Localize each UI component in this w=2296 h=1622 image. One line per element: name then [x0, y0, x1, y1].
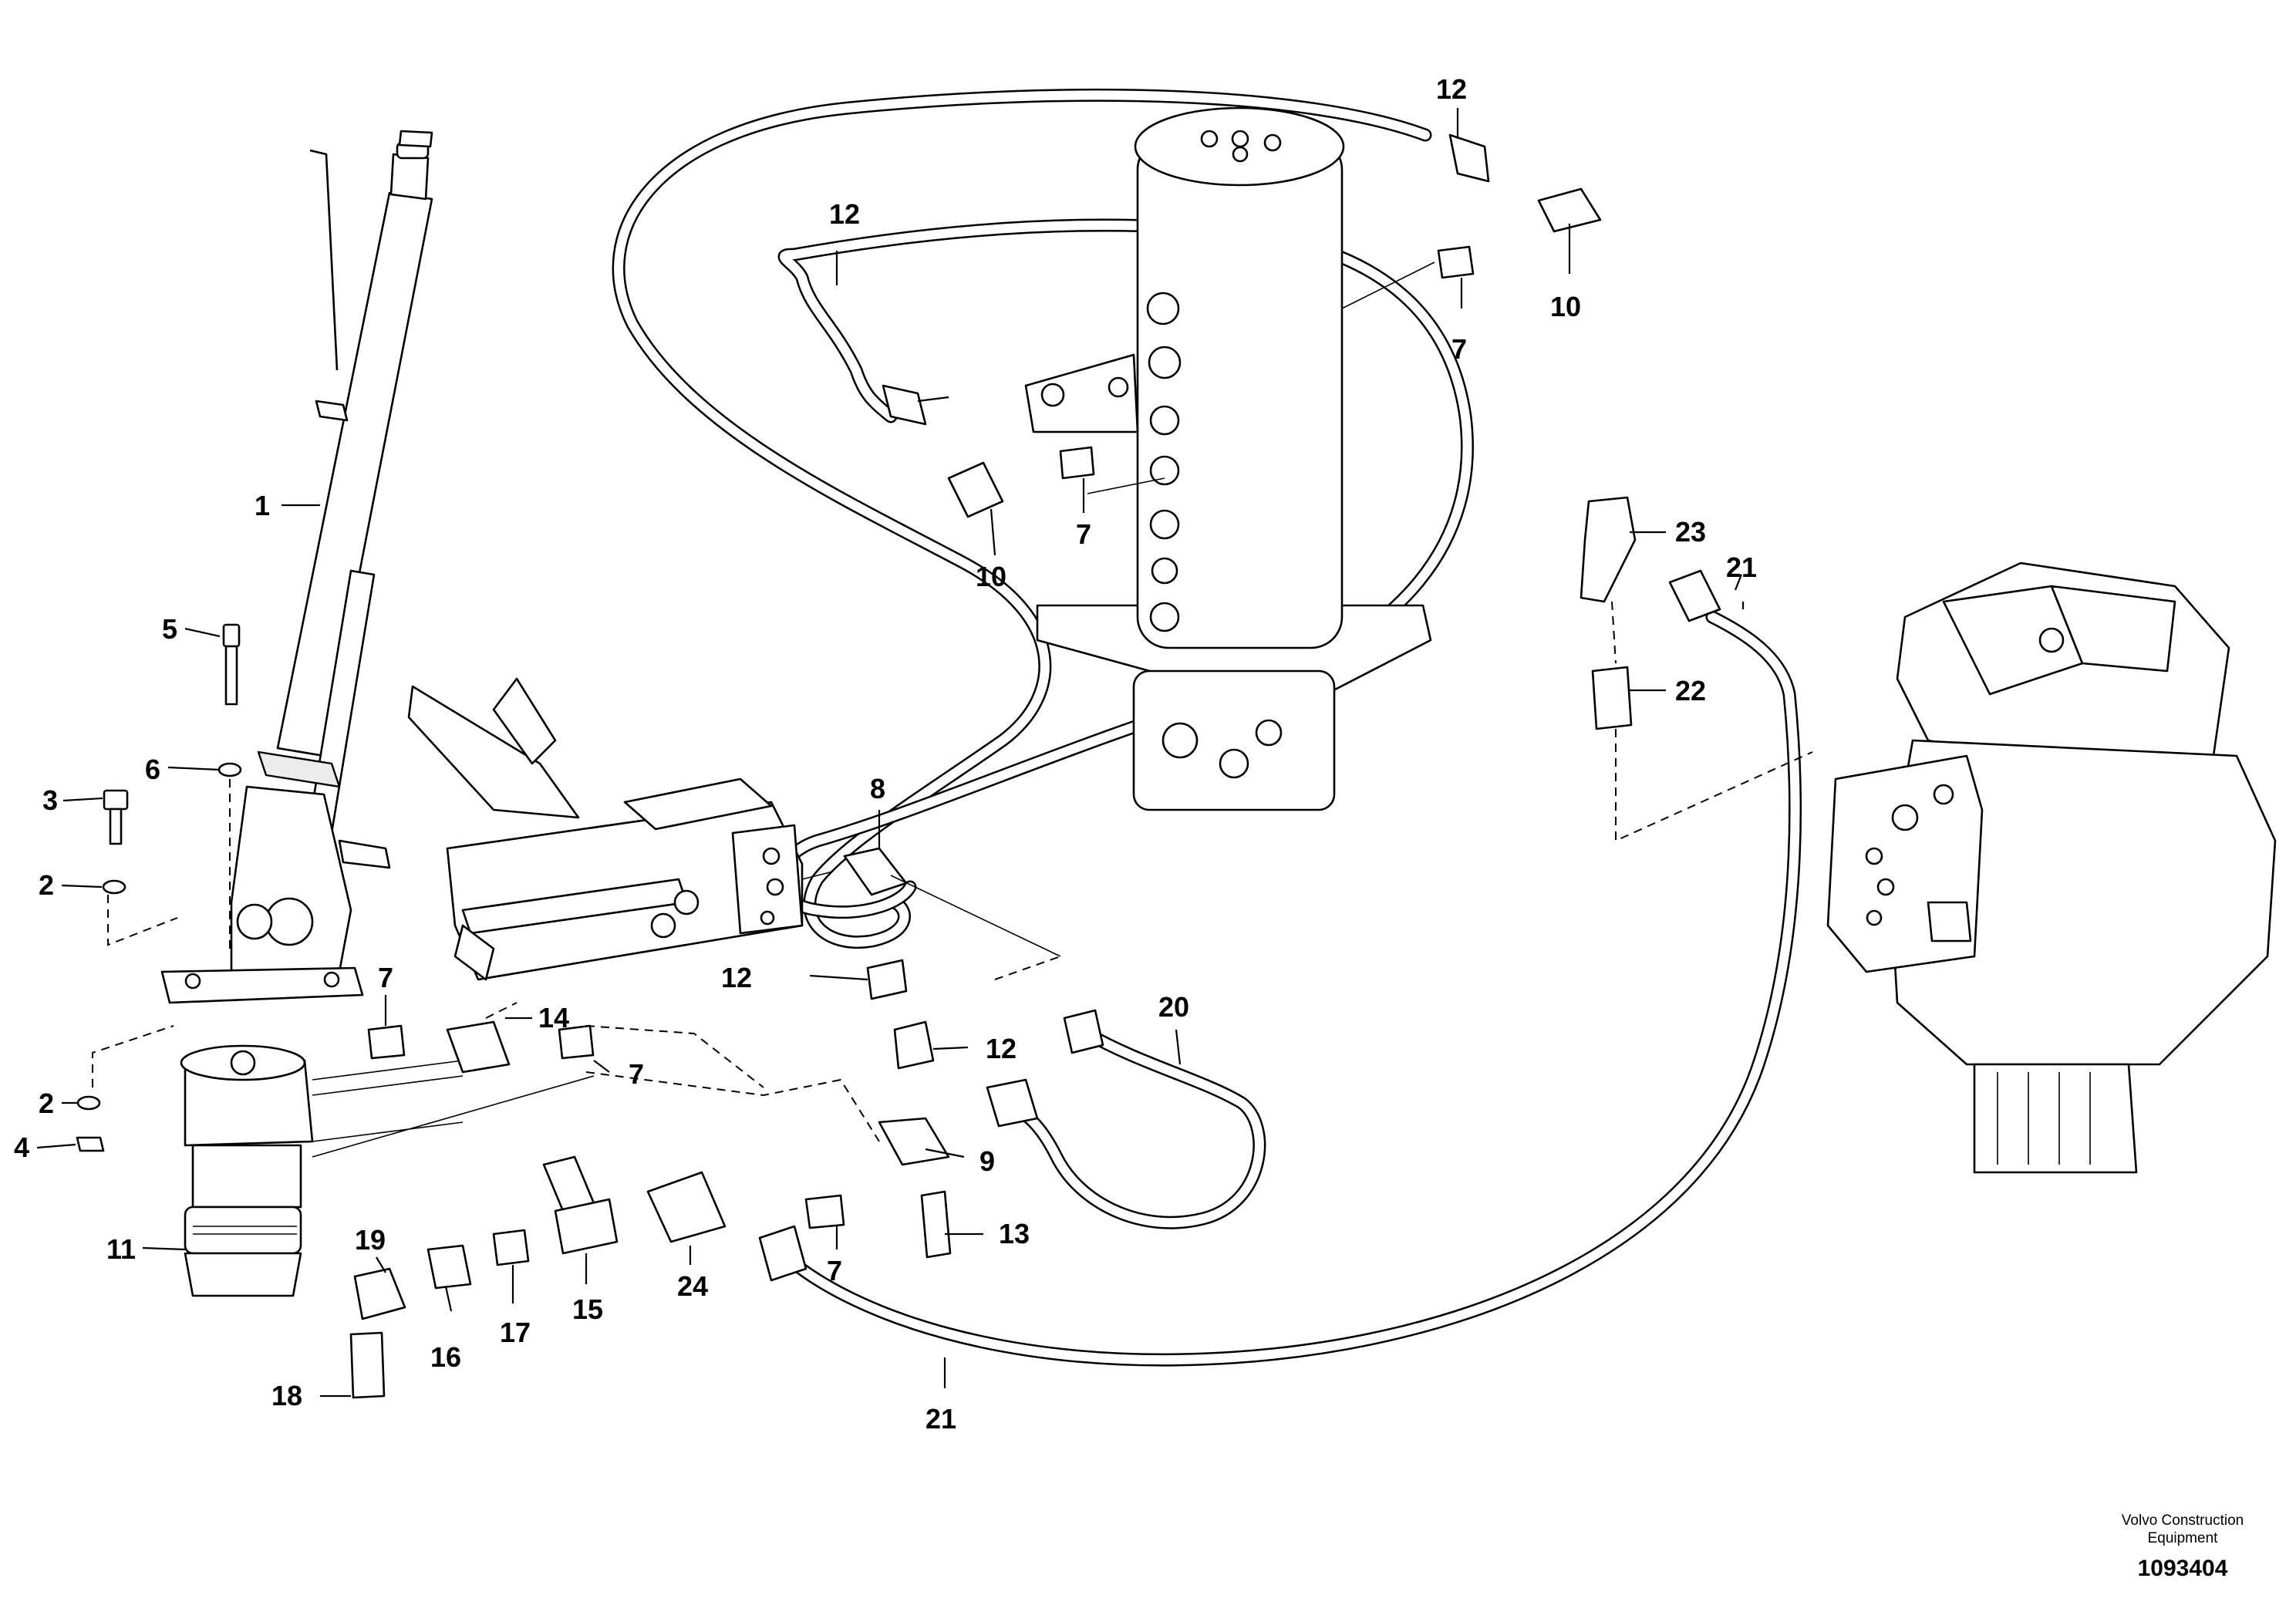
callout-4: 4: [14, 1131, 29, 1163]
callout-16: 16: [430, 1341, 461, 1373]
control-valve: [407, 677, 834, 981]
callout-21-upper: 21: [1726, 551, 1757, 583]
callout-10-right: 10: [1550, 291, 1581, 322]
callout-21-lower: 21: [925, 1403, 956, 1435]
leader-lines: [36, 108, 1813, 1398]
callout-7-mid: 7: [629, 1058, 644, 1090]
callout-7-left: 7: [378, 962, 393, 993]
hoses: [312, 88, 1802, 1367]
callout-17: 17: [500, 1317, 531, 1348]
fittings: [349, 133, 1721, 1399]
leader-dash-3: [107, 895, 178, 946]
swivel-joint: [1024, 106, 1432, 811]
callout-19: 19: [355, 1224, 386, 1256]
callout-labels: 1 5 6 3 2 2 4 11 7 14 7 12 10 7 12 10 7 …: [14, 73, 1757, 1435]
callout-2-lower: 2: [39, 1088, 54, 1119]
callout-7-bottom: 7: [827, 1255, 842, 1286]
leader-dash-2: [92, 1025, 174, 1088]
callout-2-upper: 2: [39, 869, 54, 901]
callout-14: 14: [538, 1002, 569, 1034]
credit-line-1: Volvo Construction: [2122, 1512, 2244, 1529]
callout-7-top: 7: [1451, 333, 1467, 365]
callout-8: 8: [870, 773, 885, 804]
swing-motor: [1826, 561, 2277, 1174]
bolt-3: [103, 789, 129, 845]
steering-column: [160, 130, 433, 1004]
callout-9: 9: [979, 1145, 995, 1177]
washer-2-upper: [102, 879, 126, 895]
callout-24: 24: [677, 1270, 708, 1302]
callout-5: 5: [162, 613, 177, 645]
callout-1: 1: [255, 490, 270, 521]
callout-12-mid: 12: [721, 962, 752, 993]
callout-18: 18: [271, 1380, 302, 1411]
credit-line-2: Equipment: [2148, 1530, 2219, 1546]
callout-12-lower: 12: [986, 1033, 1017, 1064]
steering-unit: [180, 1044, 314, 1297]
callout-10-left: 10: [976, 561, 1006, 592]
callout-11: 11: [106, 1233, 136, 1265]
footer: Volvo Construction Equipment 1093404: [2122, 1512, 2244, 1581]
callout-7-swivel: 7: [1076, 518, 1091, 550]
callout-12-top: 12: [1436, 73, 1467, 105]
callout-3: 3: [42, 784, 58, 816]
washer-6: [217, 762, 242, 777]
callout-13: 13: [999, 1218, 1030, 1249]
drawing-number: 1093404: [2138, 1556, 2228, 1581]
nut-4: [76, 1136, 105, 1152]
callout-20: 20: [1158, 991, 1189, 1023]
callout-15: 15: [572, 1293, 603, 1325]
callout-12-upper-left: 12: [829, 198, 860, 230]
callout-22: 22: [1675, 675, 1706, 706]
bolt-5: [222, 623, 241, 706]
callout-6: 6: [145, 754, 160, 785]
washer-2-lower: [76, 1095, 101, 1111]
callout-23: 23: [1675, 516, 1706, 548]
